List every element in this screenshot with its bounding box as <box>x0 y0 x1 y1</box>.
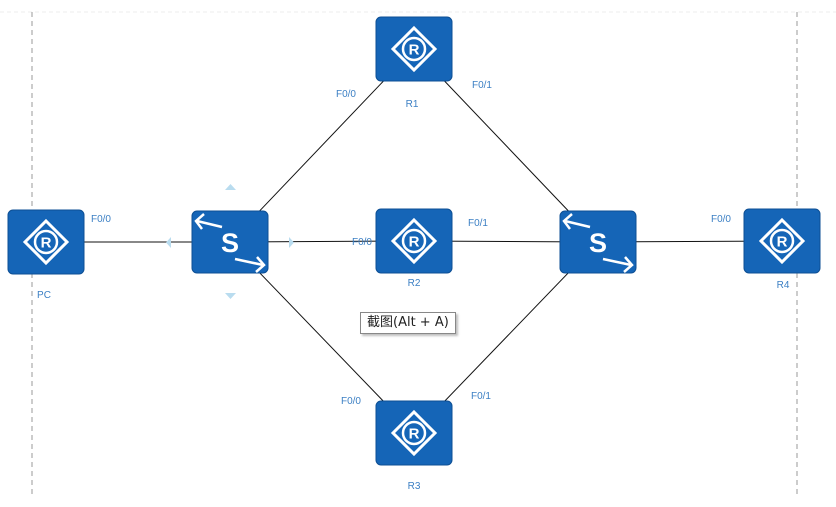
device-body <box>559 210 637 274</box>
device-label-pc: PC <box>37 290 51 301</box>
router-r-glyph: R <box>409 234 420 251</box>
port-label-r3-f00: F0/0 <box>341 396 361 407</box>
router-r-glyph: R <box>41 235 52 252</box>
switch-arrow-right <box>602 257 632 267</box>
device-body <box>375 16 453 82</box>
router-ring <box>769 228 795 254</box>
device-r2[interactable]: R R2 <box>375 208 453 289</box>
device-label-r3: R3 <box>408 481 421 492</box>
resize-handle-down[interactable] <box>225 293 236 299</box>
router-diamond <box>390 25 438 73</box>
port-label-r4-f00: F0/0 <box>711 214 731 225</box>
router-icon: R <box>375 400 453 466</box>
router-r-glyph: R <box>409 42 420 59</box>
router-icon: R <box>375 208 453 274</box>
device-body <box>743 208 821 274</box>
router-diamond <box>758 217 806 265</box>
port-label-r1-f00: F0/0 <box>336 89 356 100</box>
switch-arrow-left <box>564 219 591 229</box>
device-body <box>375 208 453 274</box>
device-sw2[interactable]: S <box>559 210 637 274</box>
switch-icon: S <box>559 210 637 274</box>
router-ring <box>401 228 427 254</box>
resize-handle-right[interactable] <box>289 237 294 248</box>
switch-arrow-right <box>234 257 264 267</box>
router-icon: R <box>375 16 453 82</box>
switch-s-glyph: S <box>589 228 607 258</box>
router-diamond <box>390 217 438 265</box>
resize-handle-up[interactable] <box>225 184 236 190</box>
screenshot-tooltip: 截图(Alt + A) <box>360 312 456 334</box>
port-label-pc-f00: F0/0 <box>91 214 111 225</box>
port-label-r2-f00: F0/0 <box>352 237 372 248</box>
switch-icon: S <box>191 210 269 274</box>
device-r3[interactable]: R R3 <box>375 400 453 492</box>
device-body <box>191 210 269 274</box>
device-label-r1: R1 <box>406 99 419 110</box>
device-body <box>375 400 453 466</box>
router-r-glyph: R <box>777 234 788 251</box>
device-pc[interactable]: R PC <box>7 209 85 301</box>
router-ring <box>401 36 427 62</box>
router-ring <box>401 420 427 446</box>
device-body <box>7 209 85 275</box>
router-diamond <box>22 218 70 266</box>
switch-s-glyph: S <box>221 228 239 258</box>
device-r4[interactable]: R R4 <box>743 208 821 291</box>
port-label-r3-f01: F0/1 <box>471 391 491 402</box>
device-r1[interactable]: R R1 <box>375 16 453 110</box>
router-icon: R <box>7 209 85 275</box>
router-icon: R <box>743 208 821 274</box>
device-sw1[interactable]: S <box>191 210 269 274</box>
router-ring <box>33 229 59 255</box>
resize-handle-left[interactable] <box>166 237 171 248</box>
device-label-r2: R2 <box>408 278 421 289</box>
port-label-r1-f01: F0/1 <box>472 80 492 91</box>
port-label-r2-f01: F0/1 <box>468 218 488 229</box>
router-r-glyph: R <box>409 426 420 443</box>
device-label-r4: R4 <box>777 280 790 291</box>
switch-arrow-left <box>196 219 223 229</box>
router-diamond <box>390 409 438 457</box>
